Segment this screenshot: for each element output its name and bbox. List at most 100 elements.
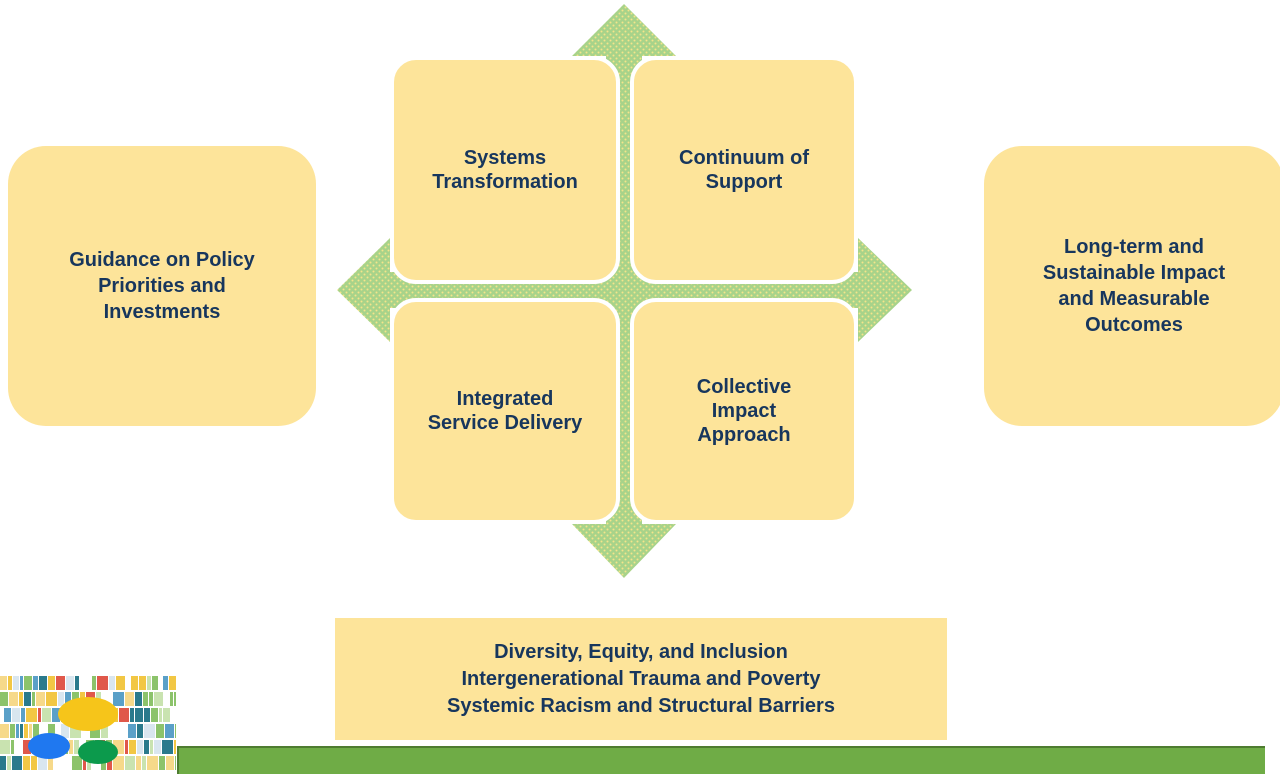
logo-stripe bbox=[107, 756, 112, 770]
logo-stripe bbox=[147, 756, 158, 770]
logo-stripe bbox=[46, 692, 57, 706]
logo-stripe bbox=[175, 756, 176, 770]
logo-stripe bbox=[130, 708, 134, 722]
logo-stripe bbox=[128, 724, 136, 738]
foundation-line-dei: Diversity, Equity, and Inclusion bbox=[494, 640, 788, 663]
logo-stripe bbox=[40, 724, 47, 738]
logo-stripe bbox=[48, 676, 55, 690]
logo-stripe bbox=[154, 692, 163, 706]
logo-stripe bbox=[92, 676, 96, 690]
logo-stripe bbox=[20, 676, 23, 690]
logo-stripe bbox=[48, 724, 55, 738]
logo-stripe bbox=[113, 692, 124, 706]
logo-stripe bbox=[137, 724, 143, 738]
base-bar bbox=[177, 746, 1265, 774]
logo-stripe bbox=[144, 708, 150, 722]
logo-stripe bbox=[11, 740, 14, 754]
logo-stripe bbox=[52, 708, 60, 722]
logo-green-oval bbox=[78, 740, 118, 764]
logo-stripe bbox=[163, 708, 170, 722]
logo-stripe bbox=[113, 756, 124, 770]
logo-stripe bbox=[15, 740, 22, 754]
logo-stripe bbox=[125, 692, 134, 706]
logo-stripe bbox=[101, 724, 108, 738]
logo-stripe bbox=[144, 740, 149, 754]
logo-stripe bbox=[74, 740, 79, 754]
logo-stripe bbox=[171, 708, 176, 722]
logo-stripe bbox=[33, 724, 39, 738]
logo-stripe bbox=[39, 676, 47, 690]
logo-stripe bbox=[24, 692, 31, 706]
foundation-box: Diversity, Equity, and Inclusion Interge… bbox=[335, 618, 947, 740]
logo-stripe bbox=[159, 676, 162, 690]
logo-stripe bbox=[113, 740, 124, 754]
organization-logo bbox=[0, 676, 176, 770]
four-way-arrow-shape bbox=[337, 4, 912, 578]
logo-stripe bbox=[129, 740, 136, 754]
logo-stripe bbox=[19, 692, 23, 706]
logo-stripe bbox=[83, 756, 86, 770]
logo-stripe bbox=[156, 724, 164, 738]
logo-stripe bbox=[38, 756, 47, 770]
logo-stripe bbox=[61, 724, 69, 738]
logo-stripe bbox=[26, 708, 37, 722]
logo-stripe bbox=[33, 676, 38, 690]
logo-stripe bbox=[54, 756, 64, 770]
logo-stripe bbox=[116, 676, 125, 690]
logo-stripe bbox=[163, 676, 168, 690]
logo-stripe bbox=[159, 708, 162, 722]
foundation-line-racism-barriers: Systemic Racism and Structural Barriers bbox=[447, 694, 835, 717]
logo-stripe bbox=[48, 756, 53, 770]
logo-stripe bbox=[125, 740, 128, 754]
logo-stripe bbox=[169, 676, 176, 690]
logo-stripe bbox=[23, 740, 31, 754]
logo-stripe bbox=[97, 676, 108, 690]
logo-stripe bbox=[24, 676, 32, 690]
logo-stripe bbox=[109, 724, 119, 738]
logo-stripe bbox=[154, 740, 161, 754]
logo-stripe bbox=[143, 692, 148, 706]
logo-stripe bbox=[0, 756, 6, 770]
logo-stripe bbox=[7, 756, 11, 770]
logo-stripe bbox=[29, 724, 32, 738]
logo-stripe bbox=[75, 676, 79, 690]
logo-stripe bbox=[131, 676, 138, 690]
logo-stripe bbox=[164, 692, 169, 706]
logo-stripe bbox=[9, 692, 18, 706]
logo-stripe bbox=[70, 724, 81, 738]
logo-stripe bbox=[174, 740, 176, 754]
logo-stripe bbox=[150, 740, 153, 754]
logo-stripe bbox=[102, 692, 112, 706]
collective-impact-approach-box: Collective Impact Approach bbox=[630, 298, 858, 524]
logo-stripe bbox=[56, 724, 60, 738]
logo-stripe bbox=[72, 756, 82, 770]
logo-stripe bbox=[175, 724, 176, 738]
logo-stripe bbox=[13, 676, 19, 690]
logo-stripe bbox=[90, 724, 100, 738]
logo-stripe bbox=[109, 676, 115, 690]
logo-stripe bbox=[69, 740, 73, 754]
logo-stripe bbox=[80, 676, 91, 690]
logo-yellow-oval bbox=[58, 697, 118, 731]
policy-guidance-box: Guidance on Policy Priorities and Invest… bbox=[8, 146, 316, 426]
logo-stripe bbox=[31, 756, 37, 770]
logo-stripe bbox=[0, 740, 10, 754]
logo-stripe bbox=[42, 708, 51, 722]
logo-stripe bbox=[38, 708, 41, 722]
logo-stripe bbox=[147, 676, 151, 690]
logo-stripe bbox=[151, 708, 158, 722]
foundation-line-trauma-poverty: Intergenerational Trauma and Poverty bbox=[461, 667, 821, 690]
logo-stripe bbox=[32, 692, 35, 706]
logo-stripe bbox=[0, 692, 8, 706]
logo-stripe bbox=[162, 740, 173, 754]
logo-stripe bbox=[126, 676, 130, 690]
logo-stripe bbox=[170, 692, 173, 706]
logo-stripe bbox=[0, 676, 7, 690]
logo-stripe bbox=[24, 724, 28, 738]
logo-stripe bbox=[36, 692, 45, 706]
logo-stripe bbox=[144, 724, 155, 738]
logo-stripe bbox=[136, 756, 141, 770]
logo-stripe bbox=[135, 692, 142, 706]
logo-stripe bbox=[0, 724, 9, 738]
